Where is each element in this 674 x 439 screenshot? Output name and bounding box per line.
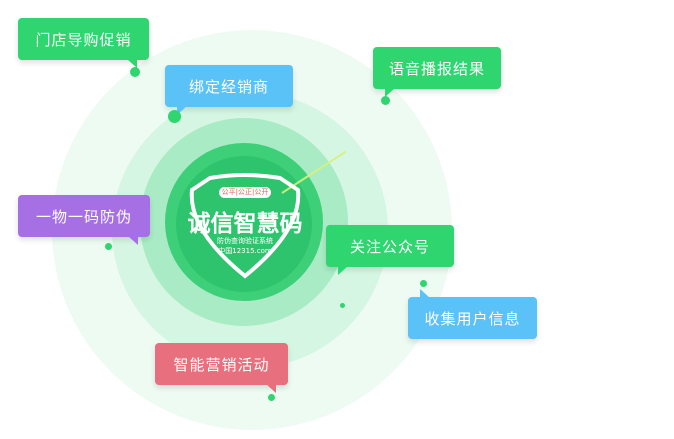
shield-website: 中国12315.com [218, 247, 272, 255]
pill-store-guide[interactable]: 门店导购促销 [18, 18, 149, 68]
pill-smart-marketing[interactable]: 智能营销活动 [155, 343, 288, 393]
shield-logo: 公平|公正|公开 诚信智慧码 防伪查询验证系统 中国12315.com [186, 172, 304, 282]
pill-bind-dealer[interactable]: 绑定经销商 [165, 65, 293, 115]
shield-top-tag: 公平|公正|公开 [219, 187, 271, 198]
pill-follow-account[interactable]: 关注公众号 [326, 225, 454, 275]
connector-dot [340, 303, 345, 308]
connector-dot [168, 110, 181, 123]
shield-subtitle: 防伪查询验证系统 [217, 237, 273, 245]
shield-title: 诚信智慧码 [187, 211, 303, 237]
pill-anti-fake[interactable]: 一物一码防伪 [18, 195, 150, 245]
pill-voice-report[interactable]: 语音播报结果 [373, 47, 501, 97]
connector-dot [130, 67, 140, 77]
connector-dot [268, 394, 275, 401]
connector-dot [420, 280, 427, 287]
pill-collect-info[interactable]: 收集用户信息 [408, 289, 537, 339]
connector-dot [105, 243, 112, 250]
shield-icon [189, 173, 301, 279]
connector-dot [381, 96, 390, 105]
